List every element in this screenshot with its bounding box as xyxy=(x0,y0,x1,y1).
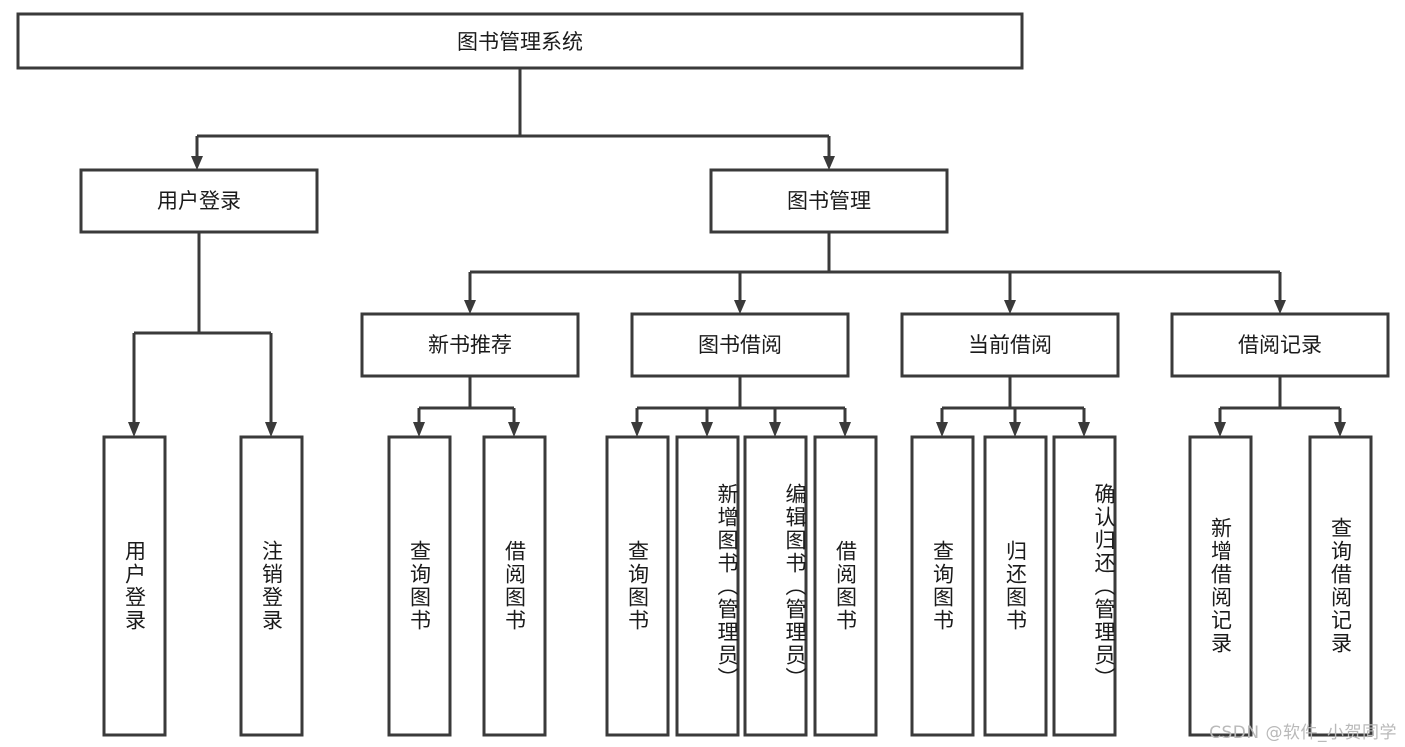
leaf-box-query-record[interactable] xyxy=(1308,435,1373,737)
node-borrow-record-label: 借阅记录 xyxy=(1238,333,1322,357)
leaf-label-add-record: 新增借阅记录 xyxy=(1208,517,1233,655)
leaf-label-query-book-new: 查询图书 xyxy=(407,540,432,632)
leaf-box-query-book-borrow[interactable] xyxy=(605,435,670,737)
arrowhead-leaf-confirm-return xyxy=(1078,422,1090,437)
leaf-box-return-book[interactable] xyxy=(983,435,1048,737)
leaf-box-query-book-new[interactable] xyxy=(387,435,452,737)
leaf-label-borrow-book-new: 借阅图书 xyxy=(502,540,527,632)
leaf-box-add-book[interactable] xyxy=(675,435,740,737)
arrowhead-leaf-borrow-book-new xyxy=(508,422,520,437)
arrowhead-leaf-query-record xyxy=(1334,422,1346,437)
arrowhead-to-user-login xyxy=(191,156,203,170)
arrowhead-leaf-query-book-current xyxy=(936,422,948,437)
arrowhead-leaf-add-record xyxy=(1214,422,1226,437)
leaf-box-add-record[interactable] xyxy=(1188,435,1253,737)
leaf-box-query-book-current[interactable] xyxy=(910,435,975,737)
node-book-borrow-box[interactable] xyxy=(630,312,850,378)
leaf-label-add-book: 新增图书（管理员） xyxy=(715,482,739,690)
arrowhead-new-book-rec xyxy=(464,300,476,314)
leaf-boxes-group xyxy=(102,435,1373,737)
arrowhead-leaf-query-book-new xyxy=(413,422,425,437)
node-current-borrow-label: 当前借阅 xyxy=(968,333,1052,357)
node-book-mgmt-box[interactable] xyxy=(709,168,949,234)
leaf-label-edit-book: 编辑图书（管理员） xyxy=(783,482,807,690)
leaf-label-logout: 注销登录 xyxy=(259,540,284,632)
node-new-book-rec-label: 新书推荐 xyxy=(428,333,512,357)
leaf-label-user-login: 用户登录 xyxy=(122,540,147,632)
csdn-watermark: CSDN @软件_小贺同学 xyxy=(1209,723,1397,743)
arrowhead-leaf-user-login xyxy=(128,422,140,437)
arrowhead-leaf-query-book-borrow xyxy=(631,422,643,437)
leaf-box-confirm-return[interactable] xyxy=(1052,435,1117,737)
node-root-label: 图书管理系统 xyxy=(457,30,583,54)
leaf-label-borrow-book: 借阅图书 xyxy=(833,540,858,632)
arrowhead-to-book-mgmt xyxy=(823,156,835,170)
leaf-label-query-book-borrow: 查询图书 xyxy=(625,540,650,632)
arrowhead-leaf-add-book xyxy=(701,422,713,437)
leaf-label-query-book-current: 查询图书 xyxy=(930,540,955,632)
arrowhead-book-borrow xyxy=(734,300,746,314)
leaf-box-borrow-book-new[interactable] xyxy=(482,435,547,737)
arrowhead-borrow-record xyxy=(1274,300,1286,314)
arrowhead-leaf-borrow-book xyxy=(839,422,851,437)
leaf-label-return-book: 归还图书 xyxy=(1003,540,1028,632)
node-user-login-label: 用户登录 xyxy=(157,189,241,213)
node-book-mgmt-label: 图书管理 xyxy=(787,189,871,213)
leaf-box-edit-book[interactable] xyxy=(743,435,808,737)
node-book-borrow-label: 图书借阅 xyxy=(698,333,782,357)
leaf-box-borrow-book[interactable] xyxy=(813,435,878,737)
leaf-box-user-login[interactable] xyxy=(102,435,167,737)
node-new-book-rec-box[interactable] xyxy=(360,312,580,378)
arrowhead-leaf-logout xyxy=(265,422,277,437)
leaf-label-query-record: 查询借阅记录 xyxy=(1328,517,1353,655)
arrowhead-leaf-edit-book xyxy=(769,422,781,437)
arrowhead-current-borrow xyxy=(1004,300,1016,314)
leaf-label-confirm-return: 确认归还（管理员） xyxy=(1092,482,1116,690)
node-current-borrow-box[interactable] xyxy=(900,312,1120,378)
node-root-box[interactable] xyxy=(16,12,1024,70)
arrowhead-leaf-return-book xyxy=(1009,422,1021,437)
leaf-box-logout[interactable] xyxy=(239,435,304,737)
